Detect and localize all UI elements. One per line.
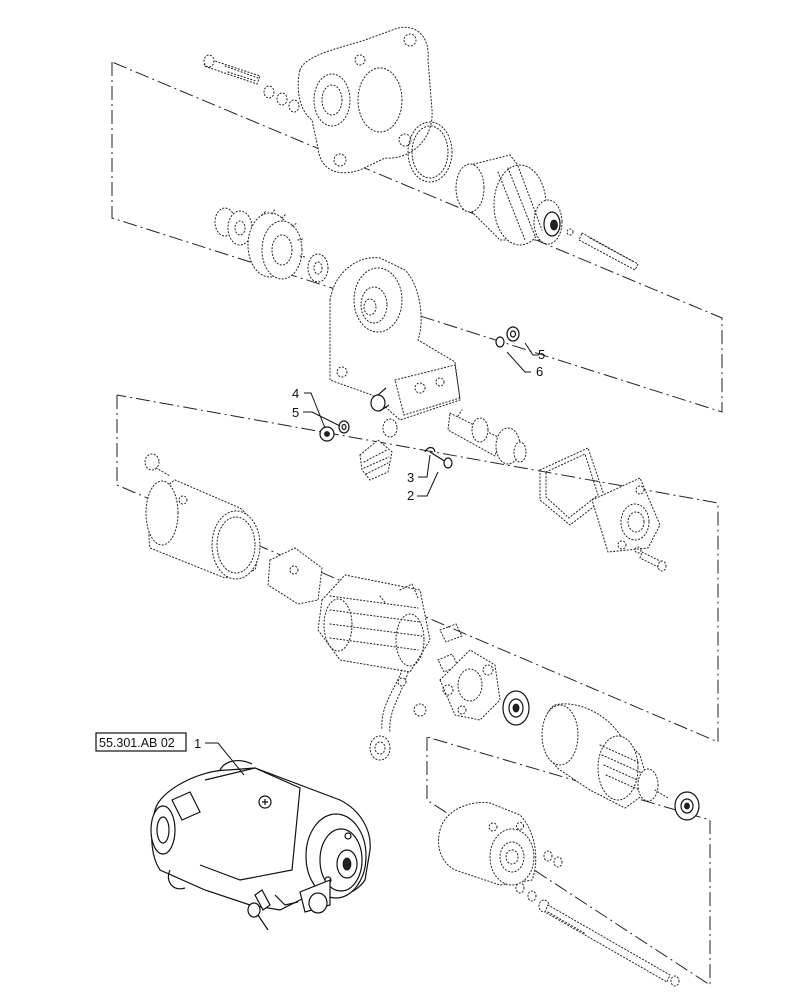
leader-item-1 (205, 742, 245, 776)
cover-screw (634, 546, 667, 572)
center-gear-housing (329, 257, 461, 421)
callout-6: 6 (536, 364, 543, 379)
callout-5-lower: 5 (292, 405, 299, 420)
ground-bolt (144, 453, 171, 477)
solenoid-plunger (447, 409, 527, 465)
reference-label: 55.301.AB 02 (99, 736, 175, 750)
through-bolt-bottom (538, 899, 680, 987)
rubber-boot (359, 418, 398, 481)
rear-frame-screws (515, 850, 563, 902)
washer-item-5-upper (506, 326, 520, 342)
rear-end-frame (438, 801, 537, 886)
armature (541, 703, 669, 809)
reduction-gear-large (247, 208, 306, 280)
o-ring-seal (407, 121, 453, 183)
field-coil-assembly (317, 574, 431, 673)
middle-assembly-boundary (116, 394, 719, 743)
washer-item-5-lower (338, 420, 350, 434)
leader-items-5-6 (506, 342, 539, 373)
solenoid-terminal-stud (370, 387, 390, 412)
callout-5-upper: 5 (538, 347, 545, 362)
solenoid-cover (591, 477, 661, 553)
rear-bearing (502, 690, 530, 726)
solenoid-gasket (539, 447, 606, 526)
leader-items-4-5 (303, 392, 341, 429)
brush-leads (369, 669, 409, 761)
callout-4: 4 (292, 386, 299, 401)
nut-item-4 (319, 426, 335, 442)
field-pole-piece (267, 547, 323, 605)
callout-3: 3 (407, 470, 414, 485)
rear-assembly-boundary (426, 736, 711, 986)
leader-items-2-3 (417, 454, 439, 497)
small-clip (413, 703, 427, 717)
yoke-frame (145, 479, 261, 580)
armature-bearing (674, 791, 700, 821)
lock-washer-item-6 (495, 336, 505, 348)
front-housing (297, 26, 433, 174)
thrust-washer (307, 253, 329, 283)
pinion-clutch-assembly (455, 154, 563, 246)
callout-1: 1 (194, 736, 201, 751)
brush-holder-plate (439, 649, 501, 721)
assembled-starter-motor (150, 760, 371, 931)
reference-link-box[interactable]: 55.301.AB 02 (95, 732, 187, 752)
callout-2: 2 (407, 488, 414, 503)
spring-shaft-top (566, 228, 639, 271)
through-bolt-top (203, 54, 261, 85)
reduction-gear-small (214, 207, 253, 246)
screw-item-2-3 (424, 446, 453, 469)
bolt-washers-top (263, 85, 300, 113)
